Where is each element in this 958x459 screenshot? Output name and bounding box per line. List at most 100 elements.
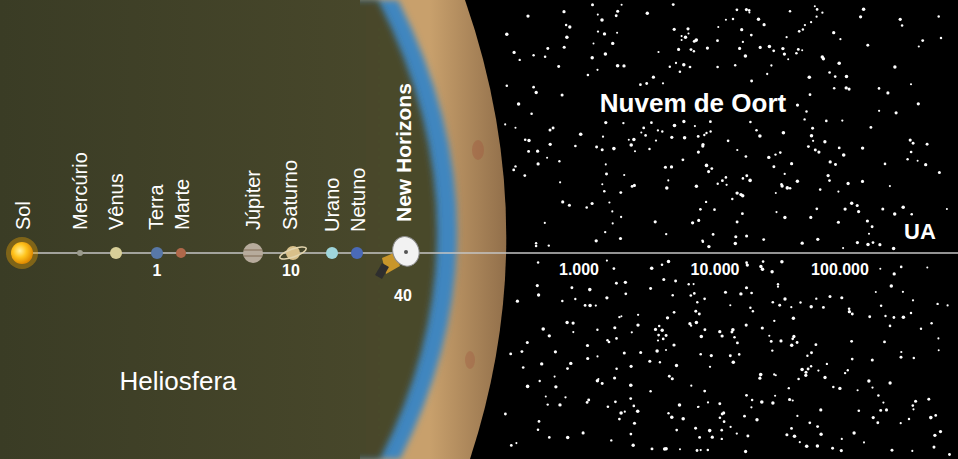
star-dot: [796, 104, 799, 107]
star-dot: [613, 267, 616, 270]
star-dot: [719, 416, 722, 419]
star-dot: [869, 126, 872, 129]
star-dot: [787, 58, 789, 60]
star-dot: [796, 415, 798, 417]
star-dot: [786, 36, 788, 38]
star-dot: [557, 65, 560, 68]
star-dot: [848, 307, 851, 310]
star-dot: [665, 186, 669, 190]
star-dot: [657, 334, 660, 337]
star-dot: [713, 208, 716, 211]
star-dot: [688, 283, 690, 285]
star-dot: [814, 149, 817, 152]
star-dot: [823, 376, 826, 379]
band-spot: [465, 351, 475, 369]
star-dot: [697, 135, 700, 138]
star-dot: [885, 408, 888, 411]
star-dot: [879, 268, 881, 270]
star-dot: [527, 150, 530, 153]
star-dot: [549, 143, 552, 146]
star-dot: [758, 134, 762, 138]
star-dot: [867, 379, 870, 382]
star-dot: [790, 162, 793, 165]
star-dot: [750, 34, 753, 37]
star-dot: [667, 179, 669, 181]
star-dot: [515, 442, 517, 444]
heliosphere-fill: [0, 0, 360, 459]
star-dot: [878, 87, 881, 90]
star-dot: [893, 272, 896, 275]
star-dot: [810, 365, 812, 367]
star-dot: [891, 449, 894, 452]
star-dot: [667, 260, 670, 263]
star-dot: [819, 188, 822, 191]
star-dot: [660, 329, 663, 332]
star-dot: [934, 414, 937, 417]
star-dot: [711, 436, 714, 439]
star-dot: [780, 260, 784, 264]
star-dot: [707, 245, 710, 248]
star-dot: [535, 245, 538, 248]
star-dot: [920, 328, 922, 330]
star-dot: [623, 174, 625, 176]
star-dot: [771, 301, 774, 304]
star-dot: [838, 146, 841, 149]
star-dot: [696, 301, 698, 303]
star-dot: [883, 340, 886, 343]
star-dot: [546, 157, 548, 159]
star-dot: [649, 287, 652, 290]
star-dot: [798, 30, 801, 33]
star-dot: [748, 179, 752, 183]
star-dot: [828, 179, 831, 182]
star-dot: [693, 40, 696, 43]
star-dot: [810, 351, 813, 354]
star-dot: [779, 339, 782, 342]
star-dot: [629, 384, 633, 388]
star-dot: [516, 300, 519, 303]
unit-label: UA: [904, 221, 936, 243]
star-dot: [773, 320, 775, 322]
star-dot: [717, 183, 719, 185]
star-dot: [775, 211, 777, 213]
star-dot: [797, 378, 800, 381]
star-dot: [615, 14, 618, 17]
star-dot: [588, 288, 592, 292]
star-dot: [881, 207, 884, 210]
star-dot: [808, 76, 812, 80]
planet-label: Saturno: [280, 160, 300, 230]
star-dot: [601, 148, 604, 151]
star-dot: [504, 123, 506, 125]
star-dot: [506, 85, 509, 88]
star-dot: [786, 186, 790, 190]
star-dot: [648, 148, 650, 150]
star-dot: [911, 450, 913, 452]
star-dot: [738, 47, 741, 50]
star-dot: [803, 118, 805, 120]
star-dot: [816, 425, 819, 428]
star-dot: [561, 300, 564, 303]
star-dot: [842, 247, 844, 249]
star-dot: [834, 75, 837, 78]
star-dot: [823, 140, 826, 143]
star-dot: [565, 24, 568, 27]
star-dot: [597, 30, 599, 32]
star-dot: [716, 66, 719, 69]
star-dot: [532, 54, 534, 56]
star-dot: [666, 316, 669, 319]
star-dot: [670, 416, 673, 419]
star-dot: [810, 21, 812, 23]
star-dot: [690, 385, 692, 387]
star-dot: [796, 180, 799, 183]
star-dot: [781, 47, 784, 50]
star-dot: [893, 65, 896, 68]
star-dot: [782, 131, 786, 135]
star-dot: [561, 200, 564, 203]
star-dot: [596, 69, 598, 71]
star-dot: [606, 260, 608, 262]
star-dot: [814, 5, 816, 7]
star-dot: [862, 7, 866, 11]
star-dot: [910, 312, 912, 314]
star-dot: [839, 38, 841, 40]
star-dot: [510, 444, 513, 447]
star-dot: [622, 64, 625, 67]
